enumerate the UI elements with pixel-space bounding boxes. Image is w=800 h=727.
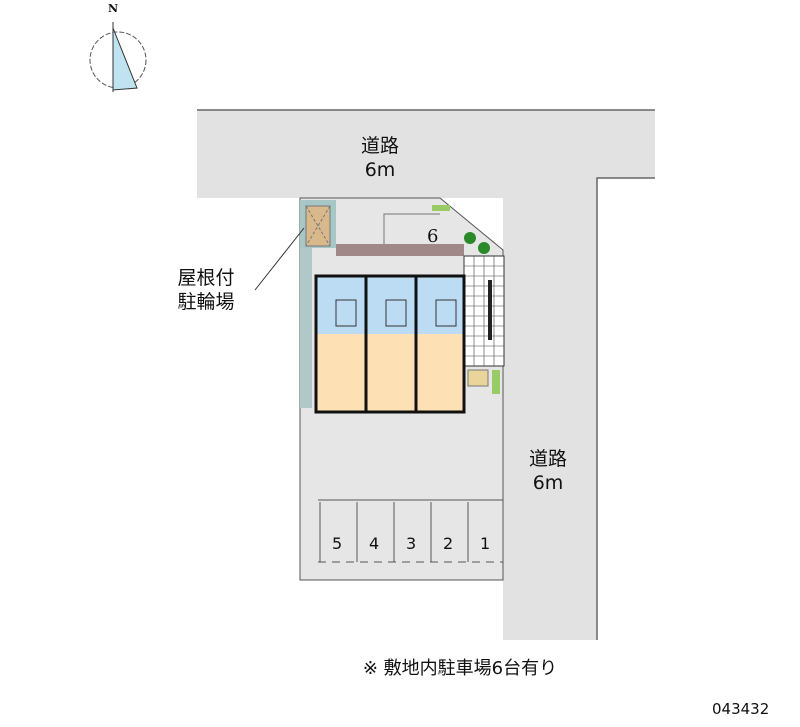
road-width: 6m: [364, 159, 396, 181]
parking-note: ※ 敷地内駐車場6台有り: [362, 658, 558, 679]
road-name: 道路: [528, 448, 567, 470]
property-code: 043432: [712, 700, 770, 718]
compass-icon: [89, 22, 147, 92]
bike-label-line1: 屋根付: [177, 267, 235, 289]
parking-space-5: 5: [332, 534, 343, 553]
parking-space-3: 3: [406, 534, 417, 553]
parking-space-1: 1: [480, 534, 491, 553]
road-top: [197, 110, 655, 640]
road-name: 道路: [360, 135, 399, 157]
bicycle-parking-label: 屋根付駐輪場: [156, 266, 256, 314]
bike-label-line2: 駐輪場: [177, 291, 235, 313]
bike-count: 6: [427, 226, 439, 247]
road-width: 6m: [532, 472, 564, 494]
compass-north-label: N: [108, 2, 119, 15]
apartment-units: [314, 274, 466, 414]
parking-area: [318, 499, 503, 563]
parking-space-2: 2: [443, 534, 454, 553]
parking-space-4: 4: [369, 534, 380, 553]
